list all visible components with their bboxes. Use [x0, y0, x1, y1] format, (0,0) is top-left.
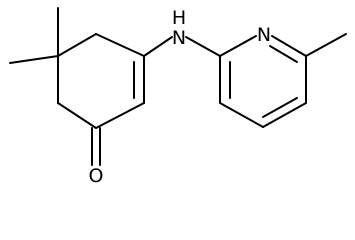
bond-n-cpy2 [185, 36, 221, 57]
bond-py-c4-c3 [219, 102, 264, 128]
bond-py-c5-c4 [262, 102, 307, 128]
amine-nh-label-h: H [172, 7, 186, 29]
bond-py-c5-c4-double [262, 97, 298, 118]
bond-c4-c3 [95, 33, 145, 57]
bond-c1-c6 [57, 102, 97, 129]
bond-py-n1-c6-double [269, 45, 298, 63]
bond-py-c2-n1 [219, 35, 257, 57]
bond-c5-methyl-left [9, 55, 59, 64]
bond-py-n1-c6 [271, 35, 307, 57]
bond-c2-c1 [95, 102, 145, 129]
pyridine-nitrogen-label: N [257, 24, 271, 46]
amine-nh-label-n: N [172, 27, 186, 49]
structure-canvas: H N N O [9, 7, 347, 187]
bond-c3-n [143, 36, 173, 57]
bond-py-c6-methyl [305, 33, 347, 57]
chemical-structure-diagram: H N N O [9, 7, 347, 187]
carbonyl-oxygen-label: O [89, 165, 104, 187]
bond-c5-c4 [57, 33, 97, 57]
